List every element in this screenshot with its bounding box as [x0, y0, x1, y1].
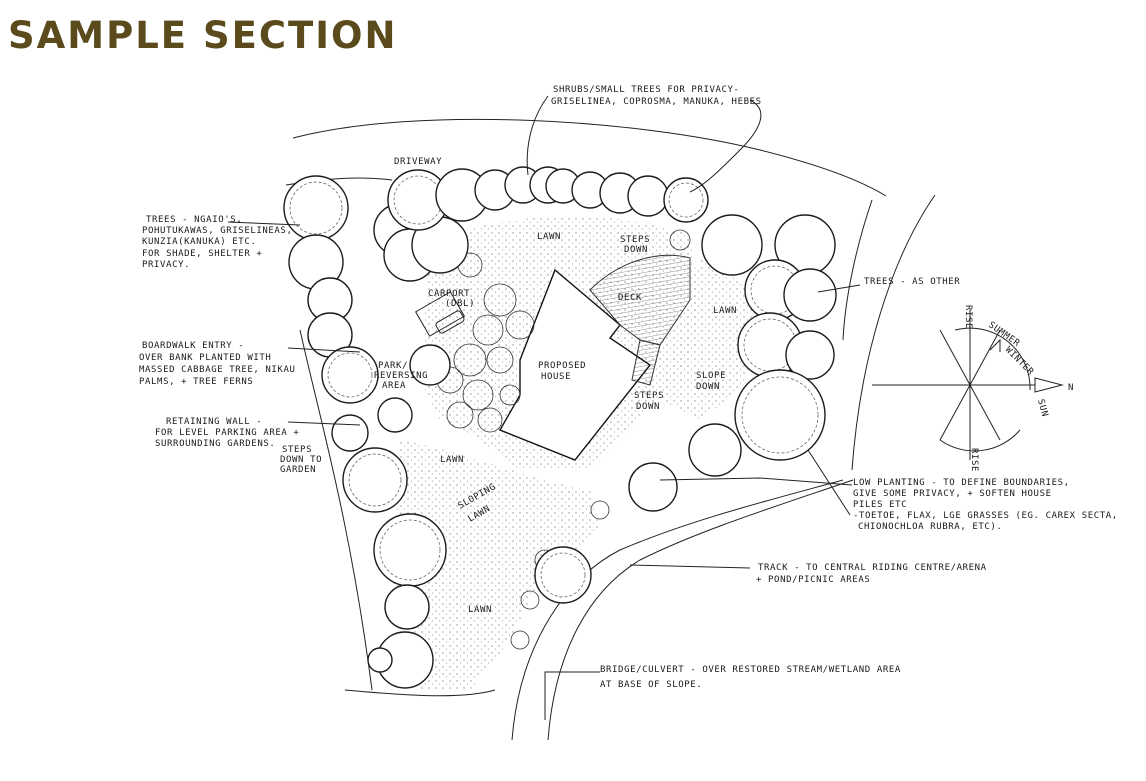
boardwalk-annotation: BOARDWALK ENTRY -: [142, 341, 244, 351]
retaining-annotation-3: SURROUNDING GARDENS.: [155, 439, 275, 449]
bridge-annotation-2: AT BASE OF SLOPE.: [600, 680, 702, 690]
retaining-annotation-2: FOR LEVEL PARKING AREA +: [155, 428, 299, 438]
slope-down-label-2: DOWN: [696, 382, 720, 392]
sun-label: SUN: [1035, 398, 1049, 418]
deck: [589, 254, 691, 386]
bridge-annotation: BRIDGE/CULVERT - OVER RESTORED STREAM/WE…: [600, 665, 901, 675]
proposed-house-label: PROPOSED: [538, 361, 586, 371]
steps-down-label-top: STEPS: [620, 235, 650, 245]
steps-down-label-house-2: DOWN: [636, 402, 660, 412]
steps-to-garden-label-2: DOWN TO: [280, 455, 322, 465]
retaining-annotation: RETAINING WALL -: [166, 417, 262, 427]
boardwalk-annotation-4: PALMS, + TREE FERNS: [139, 377, 253, 387]
north-label: N: [1068, 383, 1074, 393]
trees-annotation-3: KUNZIA(KANUKA) ETC.: [142, 237, 256, 247]
parking-label-2: REVERSING: [374, 371, 428, 381]
steps-to-garden-label-3: GARDEN: [280, 465, 316, 475]
shrubs-annotation-2: GRISELINEA, COPROSMA, MANUKA, HEBES: [551, 97, 762, 107]
trees-annotation-5: PRIVACY.: [142, 260, 190, 270]
leader-lines: [227, 95, 861, 720]
trees-other-annotation: TREES - AS OTHER: [864, 277, 960, 287]
steps-to-garden-label: STEPS: [282, 445, 312, 455]
north-compass: [872, 310, 1064, 460]
steps-down-label-top-2: DOWN: [624, 245, 648, 255]
parking-label-3: AREA: [382, 381, 406, 391]
low-planting-annotation-5: CHIONOCHLOA RUBRA, ETC).: [858, 522, 1002, 532]
low-planting-annotation-2: GIVE SOME PRIVACY, + SOFTEN HOUSE: [853, 489, 1052, 499]
site-boundary: [285, 118, 936, 741]
proposed-house: [498, 268, 652, 461]
parking-label: PARK/: [378, 361, 408, 371]
slope-down-label: SLOPE: [696, 371, 726, 381]
boardwalk-annotation-3: MASSED CABBAGE TREE, NIKAU: [139, 365, 295, 375]
low-planting-annotation-4: -TOETOE, FLAX, LGE GRASSES (EG. CAREX SE…: [853, 511, 1118, 521]
carport-sub-label: (DBL): [445, 299, 475, 309]
trees-annotation-2: POHUTUKAWAS, GRISELINEAS,: [142, 226, 292, 236]
track-annotation-2: + POND/PICNIC AREAS: [756, 575, 870, 585]
lawn-label-right: LAWN: [713, 306, 737, 316]
low-planting-annotation-3: PILES ETC: [853, 500, 907, 510]
winter-label: WINTER: [1003, 345, 1036, 378]
deck-label: DECK: [618, 293, 642, 303]
driveway-label: DRIVEWAY: [394, 157, 442, 167]
low-planting-annotation: LOW PLANTING - TO DEFINE BOUNDARIES,: [853, 478, 1070, 488]
lawn-label-middle: LAWN: [440, 455, 464, 465]
shrubs-annotation: SHRUBS/SMALL TREES FOR PRIVACY-: [553, 85, 740, 95]
proposed-house-label-2: HOUSE: [541, 372, 571, 382]
steps-down-label-house: STEPS: [634, 391, 664, 401]
carport: [414, 291, 466, 337]
carport-label: CARPORT: [428, 289, 470, 299]
trees-annotation-4: FOR SHADE, SHELTER +: [142, 249, 262, 259]
rise-label-bottom: RISE: [969, 448, 979, 472]
lawn-label-bottom: LAWN: [468, 605, 492, 615]
lawn-label-top: LAWN: [537, 232, 561, 242]
page-title: SAMPLE SECTION: [8, 14, 398, 57]
rise-label-top: RISE: [963, 305, 973, 329]
trees: [283, 166, 837, 689]
track-annotation: TRACK - TO CENTRAL RIDING CENTRE/ARENA: [758, 563, 987, 573]
trees-annotation: TREES - NGAIO'S,: [146, 215, 242, 225]
boardwalk-annotation-2: OVER BANK PLANTED WITH: [139, 353, 271, 363]
